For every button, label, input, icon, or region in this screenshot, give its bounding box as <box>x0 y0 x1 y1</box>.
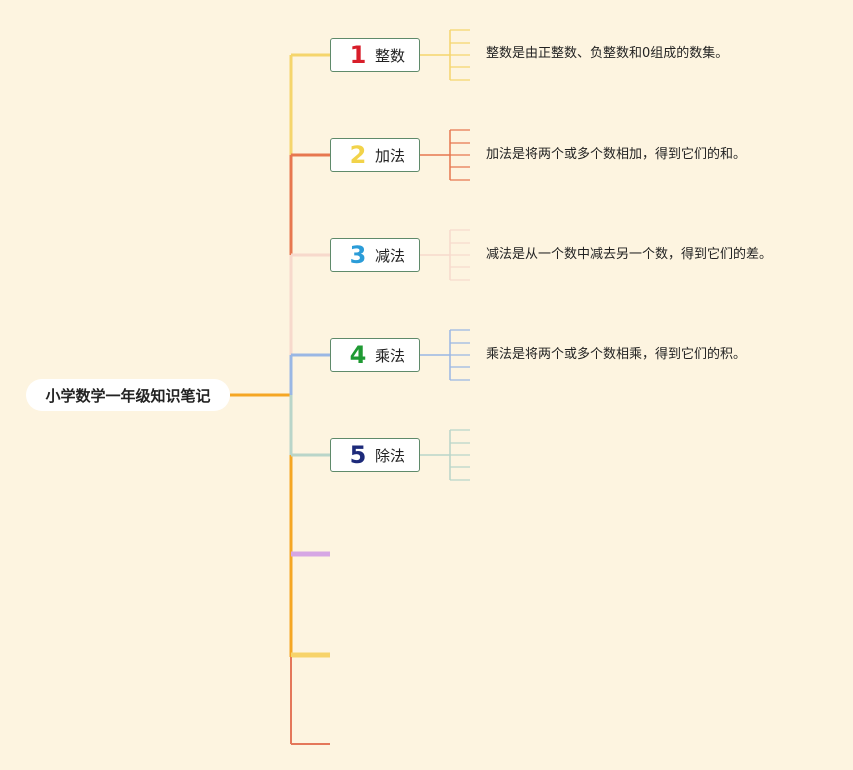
topic-description[interactable]: 减法是从一个数中减去另一个数，得到它们的差。 <box>486 247 773 262</box>
topic-integers[interactable]: 1 整数 <box>330 38 420 72</box>
topic-label: 乘法 <box>375 346 406 365</box>
topic-addition[interactable]: 2 加法 <box>330 138 420 172</box>
root-topic[interactable]: 小学数学一年级知识笔记 <box>26 379 230 411</box>
topic-description[interactable]: 加法是将两个或多个数相加，得到它们的和。 <box>486 147 747 162</box>
topic-label: 整数 <box>375 46 406 65</box>
topic-label: 加法 <box>375 146 406 165</box>
number-badge-icon: 2 <box>349 141 367 169</box>
number-badge-icon: 5 <box>349 441 367 469</box>
topic-multiplication[interactable]: 4 乘法 <box>330 338 420 372</box>
root-topic-label: 小学数学一年级知识笔记 <box>45 386 211 405</box>
topic-division[interactable]: 5 除法 <box>330 438 420 472</box>
topic-description[interactable]: 乘法是将两个或多个数相乘，得到它们的积。 <box>486 347 747 362</box>
topic-label: 除法 <box>375 446 406 465</box>
topic-description[interactable]: 整数是由正整数、负整数和0组成的数集。 <box>486 46 729 61</box>
number-badge-icon: 4 <box>349 341 367 369</box>
topic-subtraction[interactable]: 3 减法 <box>330 238 420 272</box>
number-badge-icon: 3 <box>349 241 367 269</box>
number-badge-icon: 1 <box>349 41 367 69</box>
topic-label: 减法 <box>375 246 406 265</box>
